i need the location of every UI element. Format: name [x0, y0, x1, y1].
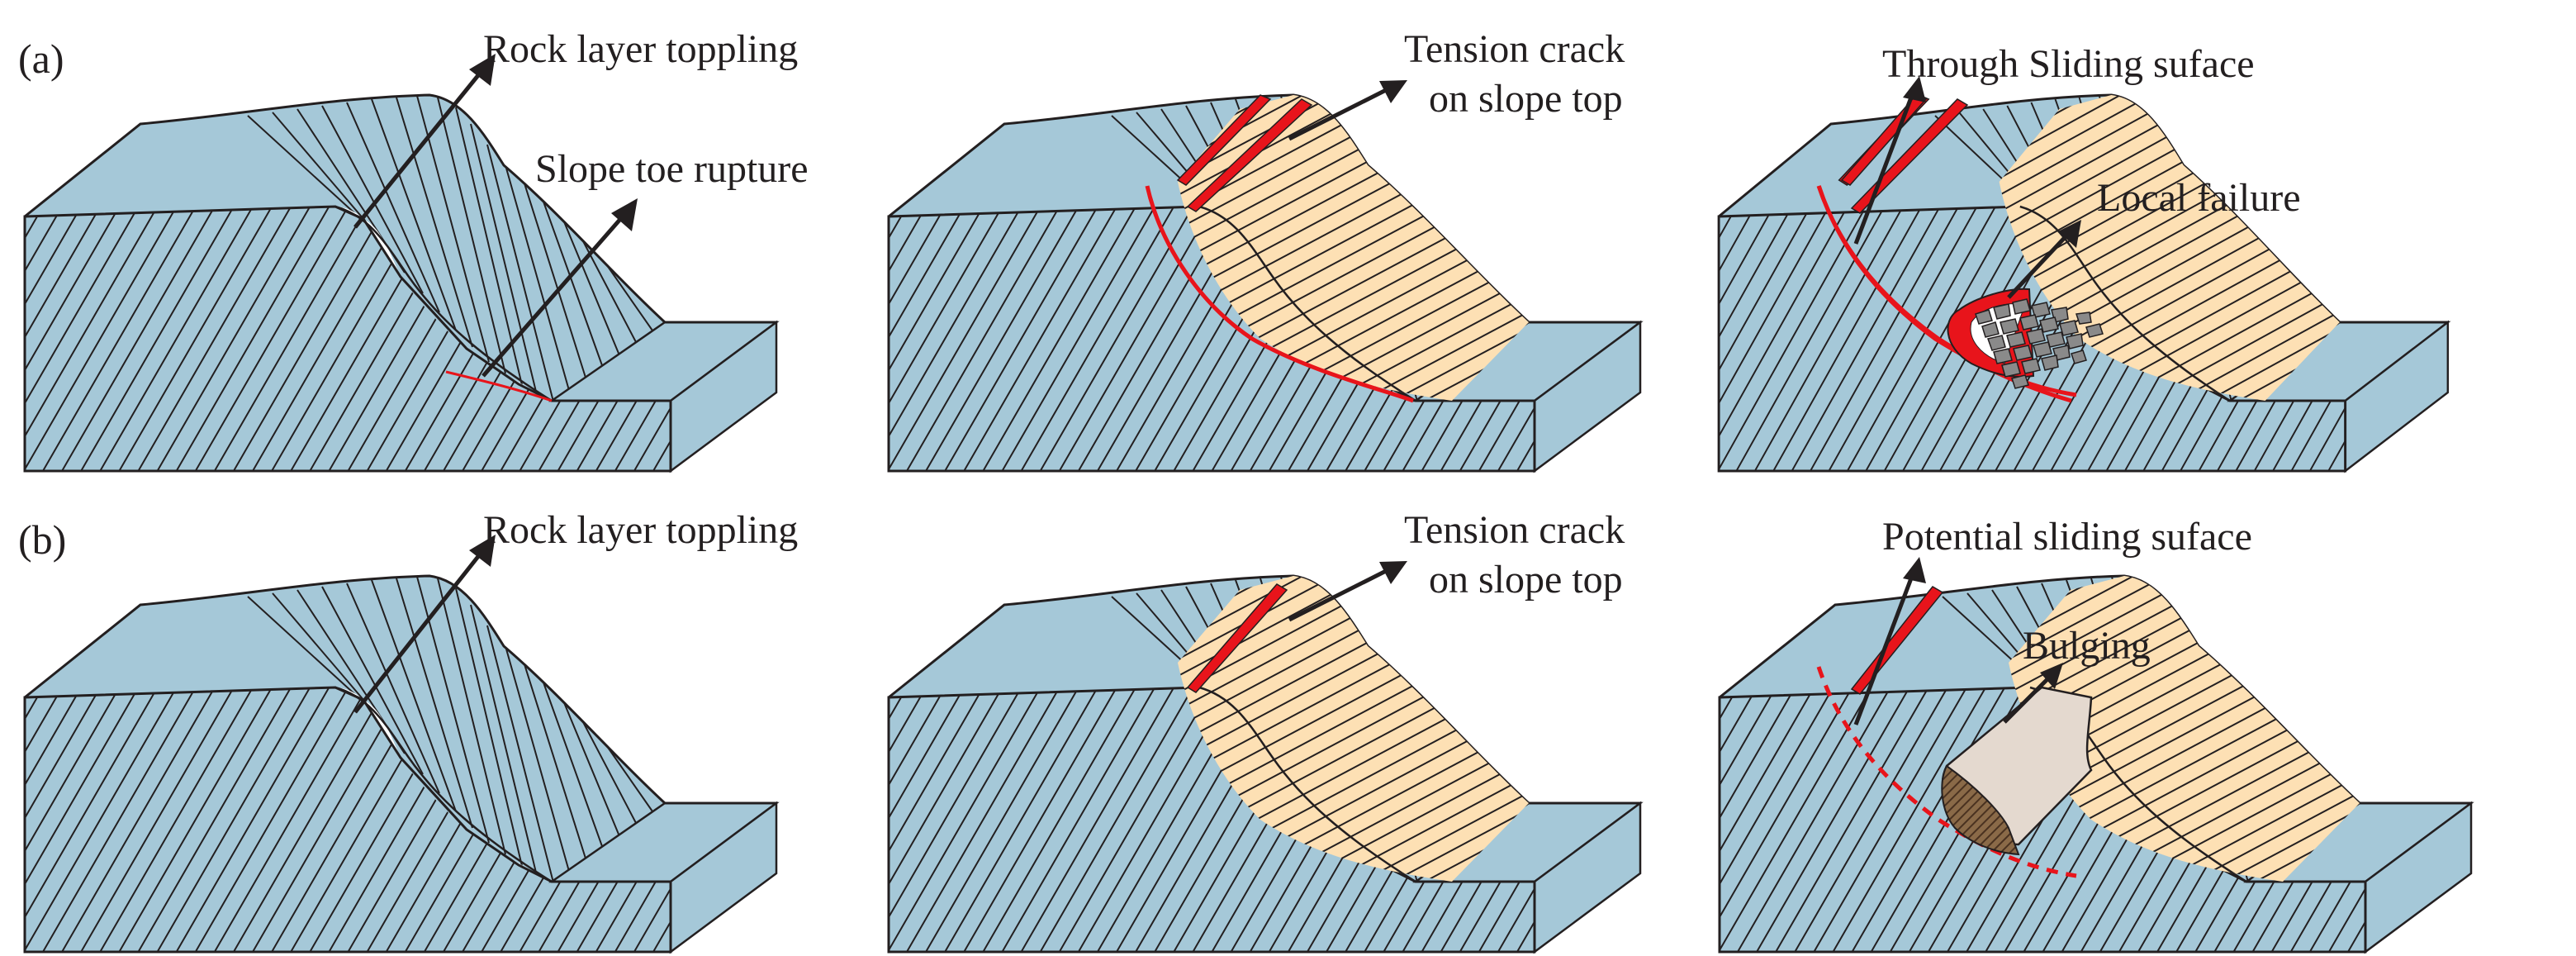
panel-a3-body: [1719, 95, 2448, 471]
label-on-slope-top-b: on slope top: [1429, 558, 1623, 602]
row-label-b: (b): [18, 516, 66, 563]
panel-b3: Potential sliding suface Bulging: [1720, 515, 2471, 952]
arrow-toe-rupture: [482, 209, 629, 378]
arrow-toppling: [353, 64, 487, 229]
label-local-failure: Local failure: [2097, 176, 2301, 220]
debris-pile: [1975, 298, 2104, 389]
bulging-mass-dark: [1941, 764, 2020, 856]
row-label-a: (a): [18, 36, 64, 82]
arrow-local-failure: [2007, 230, 2072, 299]
arrow-potential-sliding: [1853, 571, 1916, 725]
label-tension-crack-b: Tension crack: [1404, 508, 1625, 552]
panel-a1: Rock layer toppling Slope toe rupture: [25, 27, 809, 471]
panel-a2: Tension crack on slope top: [889, 27, 1640, 471]
sliding-surface-solid: [1145, 185, 1414, 403]
panel-a3-overlay: Through Sliding suface Local failure: [1816, 42, 2301, 397]
label-through-sliding-surface: Through Sliding suface: [1882, 42, 2255, 86]
tension-crack-1: [1176, 94, 1272, 186]
sliding-surface-dashed: [1816, 666, 2077, 878]
panel-b1: Rock layer toppling: [25, 508, 798, 952]
tension-crack-2: [1186, 98, 1313, 212]
label-bulging: Bulging: [2023, 624, 2151, 668]
label-slope-toe-rupture: Slope toe rupture: [535, 147, 809, 191]
label-rock-layer-toppling-b: Rock layer toppling: [483, 508, 798, 552]
toe-rupture-line: [445, 370, 553, 402]
label-tension-crack-a: Tension crack: [1404, 27, 1625, 71]
arrow-tension-crack-a: [1288, 84, 1394, 141]
arrow-tension-crack-b: [1288, 565, 1394, 622]
label-on-slope-top-a: on slope top: [1429, 77, 1623, 121]
arrow-toppling-b: [353, 545, 487, 714]
panel-b2: Tension crack on slope top: [889, 508, 1640, 952]
label-potential-sliding-surface: Potential sliding suface: [1882, 515, 2252, 559]
label-rock-layer-toppling-a: Rock layer toppling: [483, 27, 798, 71]
tension-crack-b2: [1186, 583, 1288, 693]
arrow-bulging: [2003, 673, 2054, 724]
arrow-through-sliding: [1853, 90, 1916, 245]
